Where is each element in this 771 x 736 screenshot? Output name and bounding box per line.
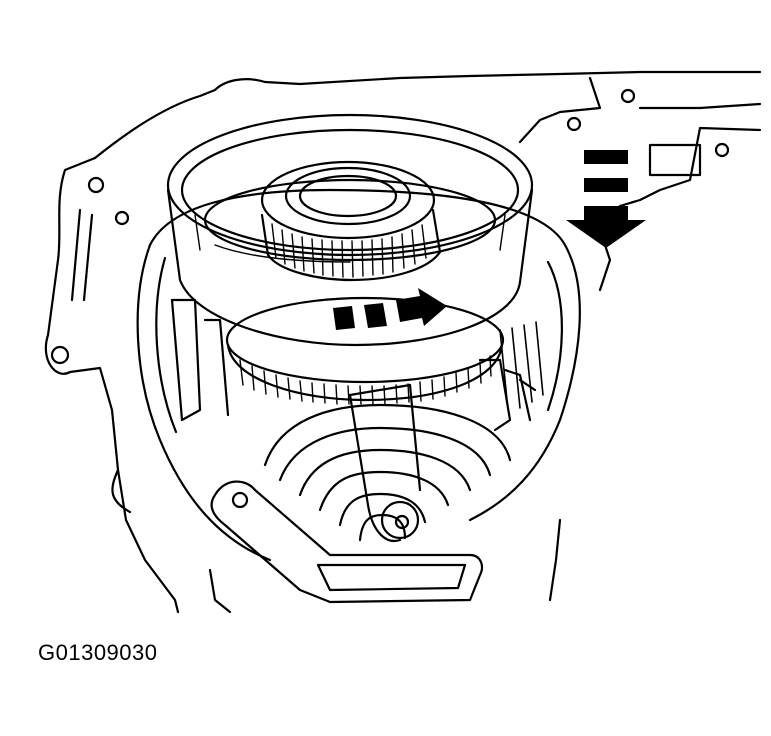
lower-bearing-assembly xyxy=(265,405,510,540)
right-arrow-icon xyxy=(333,288,447,330)
case-opening xyxy=(138,190,580,560)
drum-ring-teeth xyxy=(240,356,491,404)
bottom-flange xyxy=(212,482,482,602)
transmission-diagram xyxy=(0,0,771,640)
hub-gear-teeth xyxy=(272,224,426,277)
link-rod xyxy=(350,385,420,541)
transmission-case xyxy=(46,72,760,612)
figure-caption: G01309030 xyxy=(38,640,158,665)
case-splines xyxy=(500,322,543,410)
down-arrow-icon xyxy=(566,150,646,248)
drum-inner-lines xyxy=(195,215,505,262)
clutch-drum xyxy=(168,115,532,400)
